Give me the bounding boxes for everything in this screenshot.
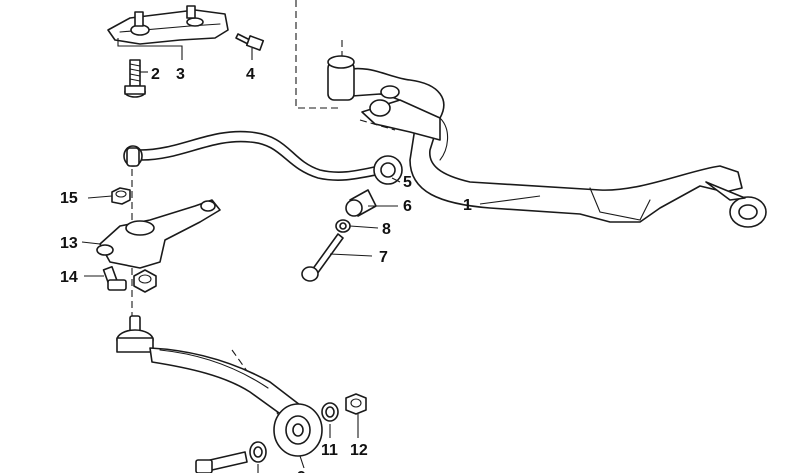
nut-part-12 (345, 393, 367, 415)
lock-nut (133, 269, 157, 293)
mount-part-6 (345, 189, 377, 217)
bolt-part-4 (235, 33, 265, 51)
steering-arm-part-13 (96, 199, 221, 269)
callout-7: 7 (379, 249, 388, 266)
callout-5: 5 (403, 174, 412, 191)
nut-part-15 (111, 187, 131, 205)
washer-part-11 (321, 402, 339, 422)
callout-2: 2 (151, 66, 160, 83)
callout-11: 11 (321, 442, 338, 459)
control-arm (116, 315, 323, 457)
leader-lines (81, 38, 541, 473)
stabilizer-bar (123, 130, 393, 181)
callout-3: 3 (176, 66, 185, 83)
bracket-part-3 (107, 5, 229, 45)
bolt-part-2 (124, 59, 146, 98)
callout-1: 1 (463, 197, 472, 214)
callout-4: 4 (246, 66, 255, 83)
center-link-part-1 (327, 55, 767, 228)
callout-14: 14 (60, 269, 78, 286)
washer-part-8 (335, 219, 351, 233)
callout-15: 15 (60, 190, 78, 207)
callout-8: 8 (382, 221, 391, 238)
bolt-part-14 (102, 265, 127, 291)
callout-12: 12 (350, 442, 368, 459)
bolt-part-7 (301, 233, 344, 282)
callout-6: 6 (403, 198, 412, 215)
callout-labels: 2 3 4 5 1 6 8 7 15 13 14 11 12 9 (60, 66, 472, 473)
callout-9: 9 (297, 469, 306, 473)
lower-bolt (195, 441, 267, 473)
callout-13: 13 (60, 235, 78, 252)
bushing-part-5 (373, 155, 403, 185)
